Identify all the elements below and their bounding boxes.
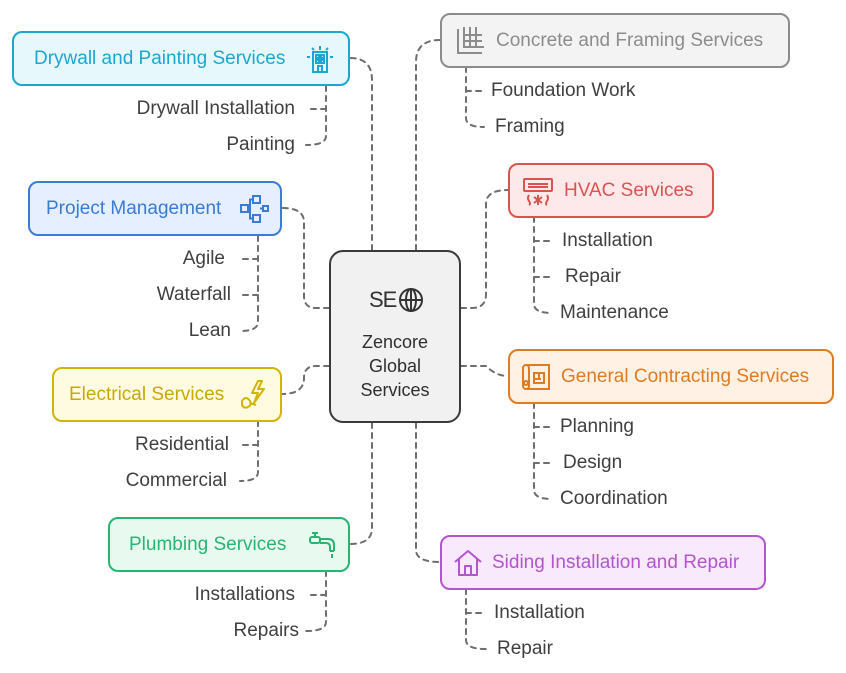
sub-residential: Residential (135, 434, 229, 455)
sub-lean: Lean (188, 320, 231, 341)
sub-hvac-maintenance: Maintenance (560, 302, 669, 323)
node-label: Electrical Services (69, 383, 225, 405)
node-label: Drywall and Painting Services (34, 47, 286, 69)
node-electrical-services[interactable]: Electrical Services (52, 367, 282, 422)
node-drywall-painting[interactable]: Drywall and Painting Services (12, 31, 350, 86)
node-hvac-services[interactable]: HVAC Services (508, 163, 714, 218)
globe-icon (399, 288, 424, 312)
node-siding-installation-repair[interactable]: Siding Installation and Repair (440, 535, 766, 590)
house-icon (452, 547, 484, 579)
sub-drywall-installation: Drywall Installation (136, 98, 295, 119)
node-label: General Contracting Services (561, 365, 810, 387)
center-title-line-1: Zencore (361, 332, 429, 352)
node-label: HVAC Services (564, 179, 694, 201)
center-title-line-2: Global (368, 356, 422, 376)
air-conditioner-icon (522, 175, 554, 207)
node-plumbing-services[interactable]: Plumbing Services (108, 517, 350, 572)
node-general-contracting-services[interactable]: General Contracting Services (508, 349, 834, 404)
sub-siding-installation: Installation (494, 602, 585, 623)
sub-siding-repair: Repair (497, 638, 553, 659)
sub-painting: Painting (226, 134, 295, 155)
center-logo-text: SE (369, 287, 397, 312)
flowchart-icon (238, 193, 270, 225)
sub-planning: Planning (560, 416, 634, 437)
faucet-icon (306, 529, 338, 561)
node-project-management[interactable]: Project Management (28, 181, 282, 236)
node-label: Siding Installation and Repair (492, 551, 740, 573)
sub-design: Design (563, 452, 623, 473)
sub-waterfall: Waterfall (156, 284, 231, 305)
building-icon (304, 43, 336, 75)
node-concrete-framing-services[interactable]: Concrete and Framing Services (440, 13, 790, 68)
central-node[interactable]: SE Zencore Global Services (329, 250, 461, 423)
sub-hvac-installation: Installation (562, 230, 653, 251)
sub-commercial: Commercial (125, 470, 227, 491)
center-title-line-3: Services (360, 380, 430, 400)
sub-coordination: Coordination (560, 488, 668, 509)
sub-installations: Installations (194, 584, 295, 605)
node-label: Project Management (46, 197, 222, 219)
sub-framing: Framing (495, 116, 565, 137)
node-label: Concrete and Framing Services (496, 29, 764, 51)
sub-hvac-repair: Repair (565, 266, 621, 287)
sub-agile: Agile (182, 248, 225, 269)
node-label: Plumbing Services (129, 533, 287, 555)
sub-repairs: Repairs (233, 620, 299, 641)
blueprint-icon (520, 361, 552, 393)
sub-foundation-work: Foundation Work (491, 80, 636, 101)
lightning-plug-icon (238, 379, 270, 411)
frame-grid-icon (454, 25, 486, 57)
